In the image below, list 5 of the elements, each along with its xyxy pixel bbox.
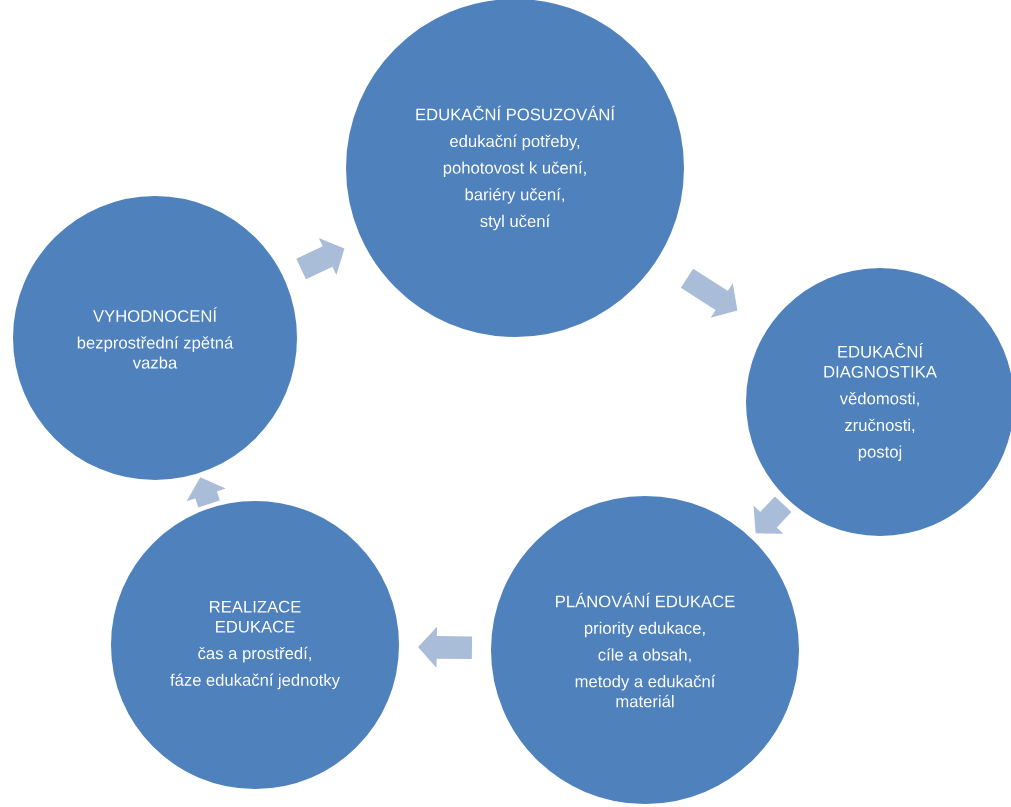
circle-node: REALIZACE EDUKACE čas a prostředí, fáze edukační jednotky [109,499,401,791]
block-arrow [753,496,792,534]
circle-node: EDUKAČNÍ DIAGNOSTIKA vědomosti, zručnosti, postoj [744,266,1011,538]
circle-node: PLÁNOVÁNÍ EDUKACE priority edukace, cíle a obsah, metody a edukační materiál [489,494,801,806]
circle-node: VYHODNOCENÍ bezprostřední zpětná vazba [11,194,299,482]
